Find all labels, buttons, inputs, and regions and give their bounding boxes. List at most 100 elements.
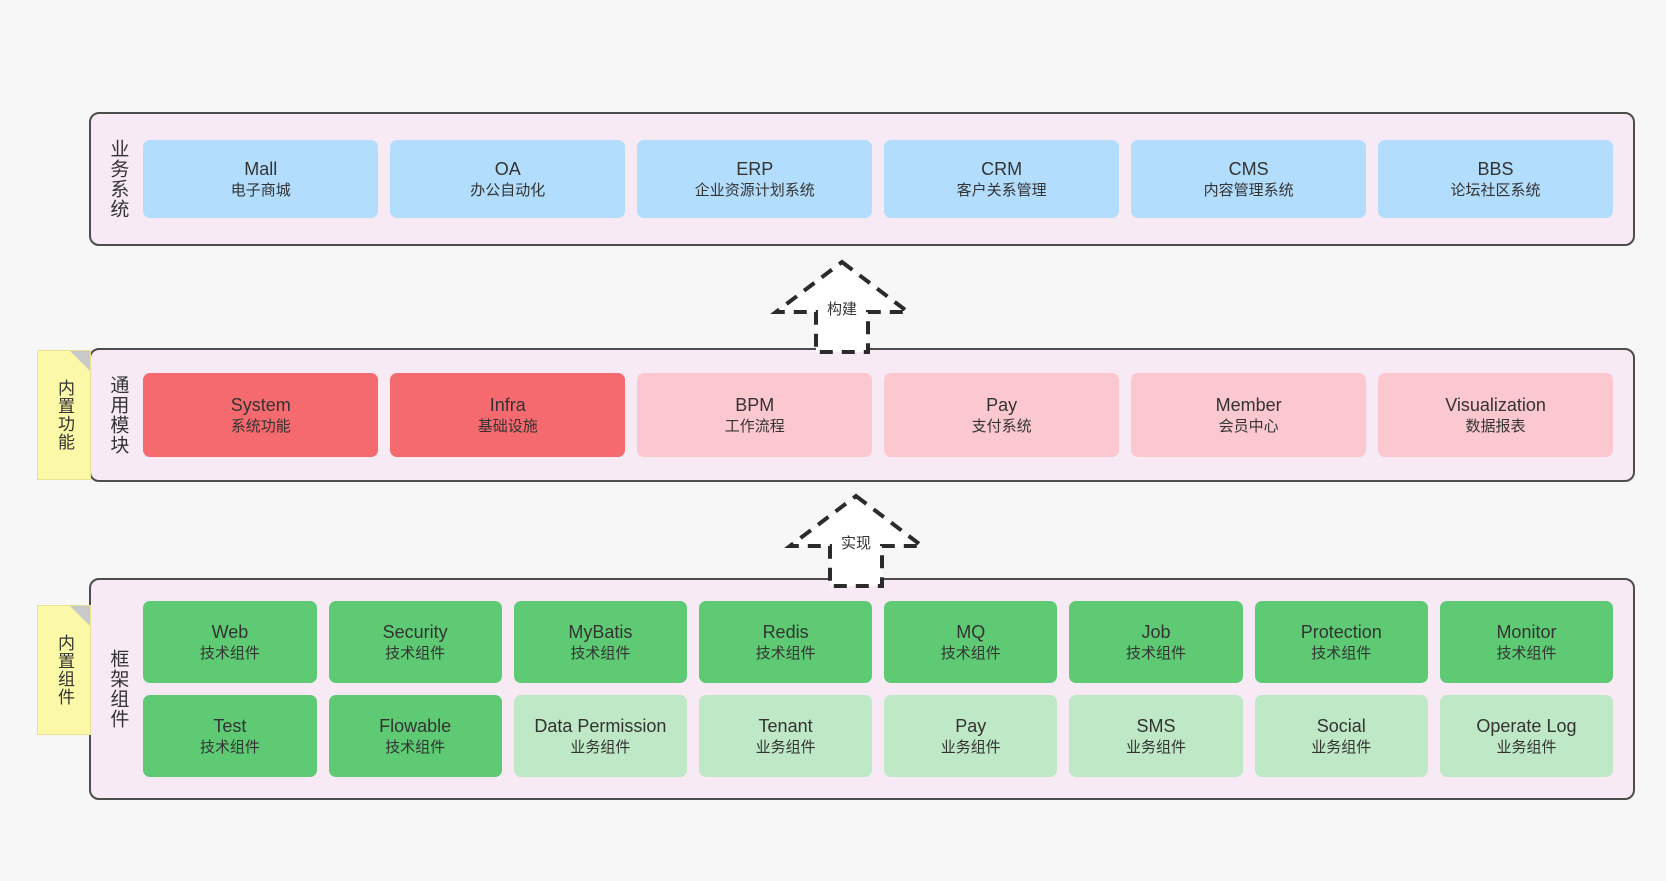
node-title: Security xyxy=(382,621,448,642)
node-title: OA xyxy=(494,158,521,179)
node-oa[interactable]: OA 办公自动化 xyxy=(390,140,626,218)
node-title: BBS xyxy=(1477,158,1514,179)
node-subtitle: 办公自动化 xyxy=(470,181,546,199)
node-subtitle: 技术组件 xyxy=(1311,644,1372,662)
node-member[interactable]: Member 会员中心 xyxy=(1131,373,1367,457)
node-subtitle: 论坛社区系统 xyxy=(1450,181,1541,199)
note-fold-icon xyxy=(70,606,90,626)
connector-implement-arrow: 实现 xyxy=(776,490,936,590)
node-cms[interactable]: CMS 内容管理系统 xyxy=(1131,140,1367,218)
node-subtitle: 电子商城 xyxy=(230,181,291,199)
node-title: Protection xyxy=(1300,621,1382,642)
node-subtitle: 支付系统 xyxy=(971,417,1032,435)
note-builtin-component-label: 内置组件 xyxy=(55,634,75,706)
node-data-permission[interactable]: Data Permission 业务组件 xyxy=(513,695,687,777)
node-operate-log[interactable]: Operate Log 业务组件 xyxy=(1439,695,1614,777)
layer-common-modules: 通用模块 System 系统功能 Infra 基础设施 BPM 工作流程 Pay 支付系统 Me… xyxy=(89,348,1635,482)
node-tenant[interactable]: Tenant 业务组件 xyxy=(698,695,873,777)
node-pay[interactable]: Pay 支付系统 xyxy=(884,373,1120,457)
node-crm[interactable]: CRM 客户关系管理 xyxy=(884,140,1120,218)
node-title: MyBatis xyxy=(568,621,633,642)
node-subtitle: 技术组件 xyxy=(1496,644,1557,662)
node-visualization[interactable]: Visualization 数据报表 xyxy=(1378,373,1614,457)
node-subtitle: 系统功能 xyxy=(230,417,291,435)
note-builtin-function: 内置功能 xyxy=(37,350,91,480)
node-protection[interactable]: Protection 技术组件 xyxy=(1254,601,1428,683)
node-subtitle: 技术组件 xyxy=(940,644,1001,662)
node-subtitle: 技术组件 xyxy=(755,644,816,662)
node-system[interactable]: System 系统功能 xyxy=(143,373,379,457)
node-title: MQ xyxy=(956,621,986,642)
node-web[interactable]: Web 技术组件 xyxy=(143,601,317,683)
node-title: Pay xyxy=(955,715,987,736)
node-subtitle: 业务组件 xyxy=(1126,738,1187,756)
node-title: Social xyxy=(1316,715,1366,736)
note-builtin-function-label: 内置功能 xyxy=(55,379,75,451)
node-subtitle: 数据报表 xyxy=(1465,417,1526,435)
node-test[interactable]: Test 技术组件 xyxy=(143,695,317,777)
node-title: CRM xyxy=(981,158,1023,179)
node-title: Flowable xyxy=(379,715,452,736)
node-subtitle: 企业资源计划系统 xyxy=(694,181,815,199)
node-subtitle: 业务组件 xyxy=(940,738,1001,756)
node-subtitle: 业务组件 xyxy=(570,738,631,756)
common-node-list: System 系统功能 Infra 基础设施 BPM 工作流程 Pay 支付系统 Member 会… xyxy=(137,350,1619,480)
node-subtitle: 会员中心 xyxy=(1218,417,1279,435)
node-subtitle: 业务组件 xyxy=(1311,738,1372,756)
node-subtitle: 技术组件 xyxy=(199,738,260,756)
node-subtitle: 内容管理系统 xyxy=(1203,181,1294,199)
node-monitor[interactable]: Monitor 技术组件 xyxy=(1439,601,1614,683)
node-title: CMS xyxy=(1228,158,1269,179)
layer-common-title: 通用模块 xyxy=(107,375,129,455)
node-pay[interactable]: Pay 业务组件 xyxy=(884,695,1058,777)
connector-build-label: 构建 xyxy=(826,301,858,318)
node-mq[interactable]: MQ 技术组件 xyxy=(884,601,1058,683)
node-erp[interactable]: ERP 企业资源计划系统 xyxy=(637,140,873,218)
node-title: Test xyxy=(213,715,247,736)
node-title: Visualization xyxy=(1445,394,1546,415)
node-subtitle: 工作流程 xyxy=(724,417,785,435)
node-title: Member xyxy=(1215,394,1282,415)
node-title: ERP xyxy=(736,158,774,179)
node-subtitle: 技术组件 xyxy=(199,644,260,662)
node-title: Infra xyxy=(489,394,526,415)
note-builtin-component: 内置组件 xyxy=(37,605,91,735)
connector-implement-label: 实现 xyxy=(840,535,872,552)
node-social[interactable]: Social 业务组件 xyxy=(1254,695,1428,777)
node-title: Pay xyxy=(986,394,1018,415)
node-title: Monitor xyxy=(1496,621,1557,642)
node-security[interactable]: Security 技术组件 xyxy=(328,601,502,683)
node-subtitle: 业务组件 xyxy=(755,738,816,756)
node-subtitle: 客户关系管理 xyxy=(956,181,1047,199)
note-fold-icon xyxy=(70,351,90,371)
node-title: Operate Log xyxy=(1476,715,1577,736)
node-infra[interactable]: Infra 基础设施 xyxy=(390,373,626,457)
node-subtitle: 技术组件 xyxy=(1126,644,1187,662)
node-title: System xyxy=(230,394,291,415)
node-sms[interactable]: SMS 业务组件 xyxy=(1069,695,1243,777)
node-bbs[interactable]: BBS 论坛社区系统 xyxy=(1378,140,1614,218)
layer-framework-title: 框架组件 xyxy=(107,649,129,729)
node-subtitle: 技术组件 xyxy=(385,644,446,662)
node-bpm[interactable]: BPM 工作流程 xyxy=(637,373,873,457)
node-title: SMS xyxy=(1136,715,1176,736)
node-title: Tenant xyxy=(758,715,813,736)
node-title: Web xyxy=(211,621,249,642)
node-mybatis[interactable]: MyBatis 技术组件 xyxy=(513,601,687,683)
node-subtitle: 技术组件 xyxy=(570,644,631,662)
connector-build-arrow: 构建 xyxy=(762,256,922,356)
node-subtitle: 业务组件 xyxy=(1496,738,1557,756)
node-title: Data Permission xyxy=(534,715,667,736)
node-title: BPM xyxy=(735,394,775,415)
node-subtitle: 基础设施 xyxy=(477,417,538,435)
